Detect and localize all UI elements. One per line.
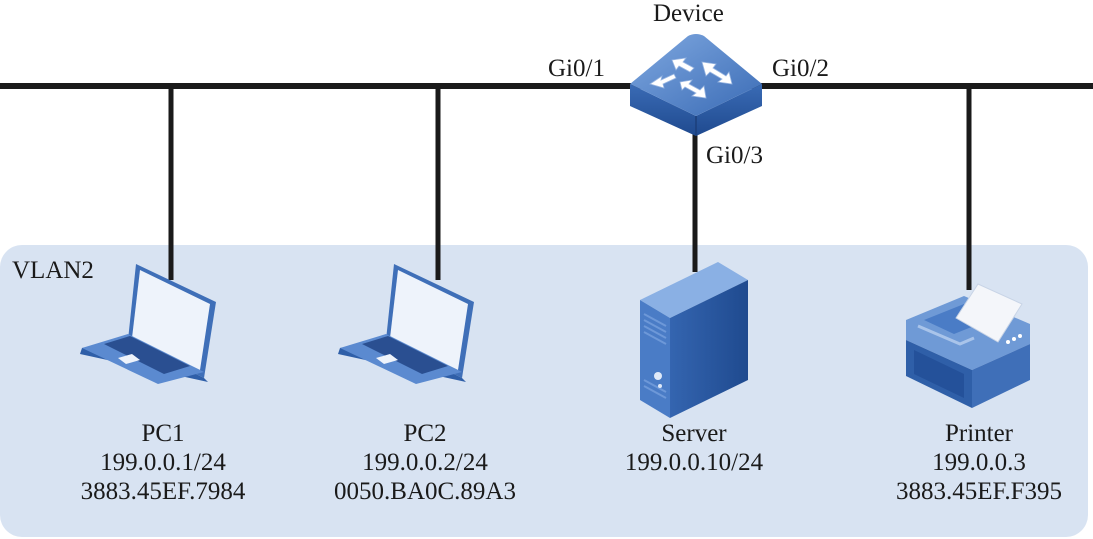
vlan-label: VLAN2: [12, 257, 94, 284]
pc2-label-block: PC2 199.0.0.2/24 0050.BA0C.89A3: [295, 419, 555, 506]
pc2-name: PC2: [403, 420, 447, 447]
laptop-icon[interactable]: [78, 262, 218, 384]
server-icon[interactable]: [638, 260, 750, 418]
port-gi0-3-label: Gi0/3: [706, 142, 763, 169]
printer-mac: 3883.45EF.F395: [895, 478, 1063, 505]
port-gi0-2-label: Gi0/2: [772, 55, 829, 82]
pc1-name: PC1: [141, 420, 185, 447]
pc1-label-block: PC1 199.0.0.1/24 3883.45EF.7984: [33, 419, 293, 506]
printer-label-block: Printer 199.0.0.3 3883.45EF.F395: [849, 419, 1093, 506]
port-gi0-1-label: Gi0/1: [548, 55, 605, 82]
server-label-block: Server 199.0.0.10/24: [564, 419, 824, 477]
pc2-mac: 0050.BA0C.89A3: [334, 478, 516, 505]
printer-icon[interactable]: [904, 280, 1034, 408]
server-ip: 199.0.0.10/24: [624, 449, 764, 476]
pc1-ip: 199.0.0.1/24: [100, 449, 226, 476]
laptop-icon[interactable]: [336, 262, 476, 384]
pc2-ip: 199.0.0.2/24: [362, 449, 488, 476]
server-name: Server: [661, 420, 727, 447]
printer-ip: 199.0.0.3: [932, 449, 1026, 476]
pc1-mac: 3883.45EF.7984: [80, 478, 246, 505]
printer-name: Printer: [944, 420, 1014, 447]
switch-icon[interactable]: [628, 32, 764, 138]
device-label: Device: [653, 0, 724, 27]
